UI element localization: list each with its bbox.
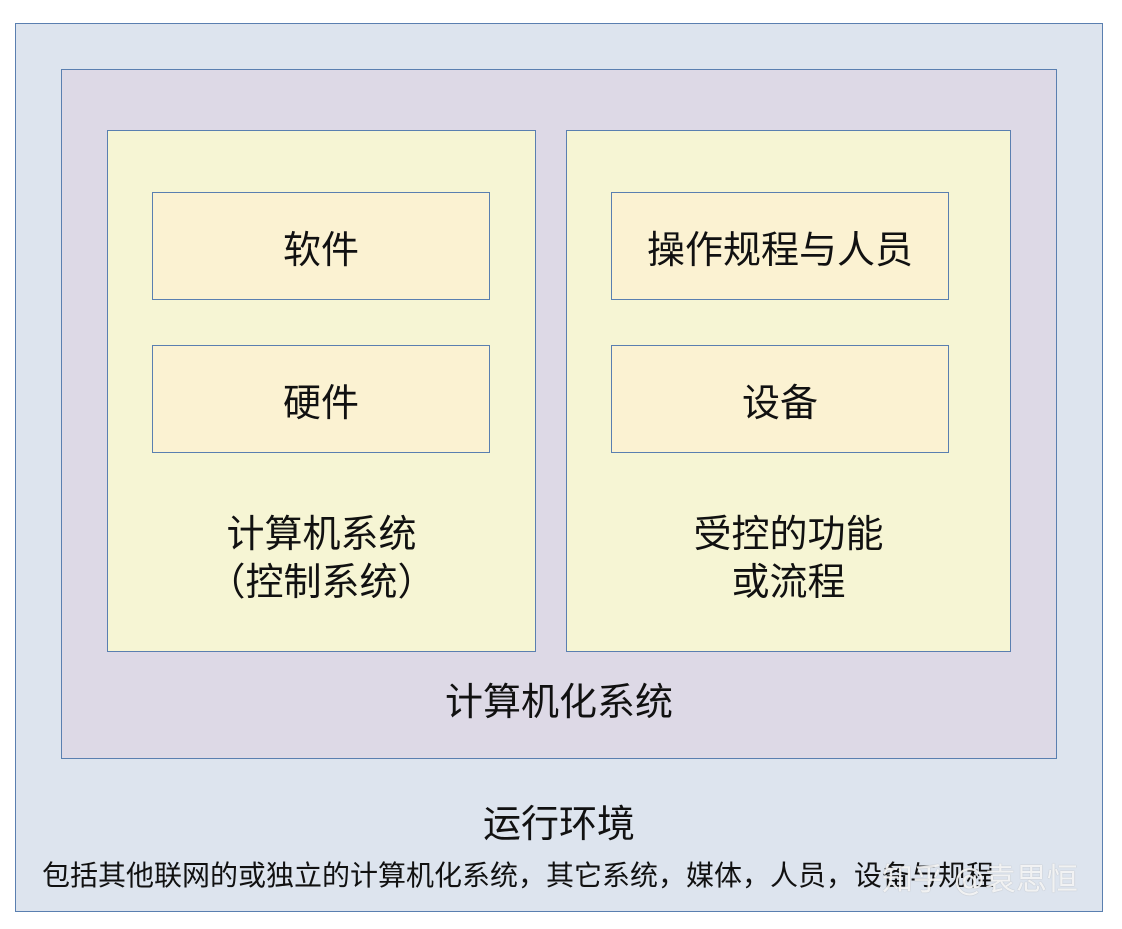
- watermark: 知乎 @袁思恒: [882, 862, 1078, 898]
- procedures-personnel-box: 操作规程与人员: [611, 192, 949, 300]
- computer-system-caption-line2: （控制系统）: [207, 560, 436, 604]
- controlled-process-caption: 受控的功能 或流程: [566, 510, 1011, 606]
- procedures-personnel-label: 操作规程与人员: [646, 227, 913, 272]
- equipment-box: 设备: [611, 345, 949, 453]
- controlled-process-caption-line2: 或流程: [731, 560, 846, 604]
- software-label: 软件: [282, 227, 359, 272]
- controlled-process-caption-line1: 受控的功能: [693, 512, 884, 556]
- computer-system-caption: 计算机系统 （控制系统）: [107, 510, 536, 606]
- hardware-box: 硬件: [152, 345, 490, 453]
- equipment-label: 设备: [741, 380, 818, 425]
- hardware-label: 硬件: [282, 380, 359, 425]
- operating-environment-description: 包括其他联网的或独立的计算机化系统，其它系统，媒体，人员，设备与规程: [42, 859, 995, 892]
- operating-environment-title: 运行环境: [482, 802, 635, 846]
- computerized-system-title: 计算机化系统: [444, 680, 673, 724]
- software-box: 软件: [152, 192, 490, 300]
- computer-system-caption-line1: 计算机系统: [226, 512, 417, 556]
